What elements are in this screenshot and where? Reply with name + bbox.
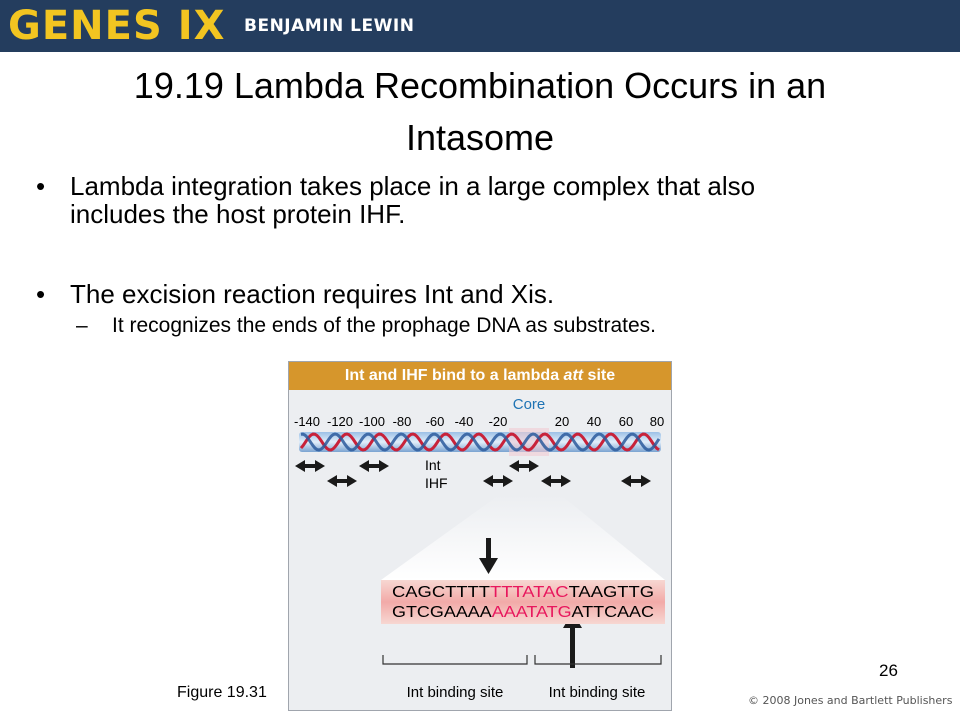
bracket-right [534, 655, 662, 665]
double-arrow-icon [541, 475, 571, 487]
ihf-label: IHF [425, 475, 448, 491]
double-arrow-icon [621, 475, 651, 487]
double-arrow-icon [483, 475, 513, 487]
sub-bullet-item: – It recognizes the ends of the prophage… [36, 312, 936, 340]
scale-label: -100 [359, 414, 385, 429]
copyright-notice: © 2008 Jones and Bartlett Publishers [748, 694, 953, 707]
bullet-item-1: • Lambda integration takes place in a la… [36, 172, 936, 228]
scale-label: -40 [455, 414, 474, 429]
seq-top-right: TAAGTTG [569, 584, 654, 601]
bracket-left [382, 655, 528, 665]
binding-site-right-label: Int binding site [549, 684, 646, 701]
scale-label: -60 [426, 414, 445, 429]
dna-helix [299, 428, 661, 456]
figure-header-italic: att [563, 367, 584, 384]
bullet-dot: • [36, 171, 46, 201]
brand-logo: GENES IX [8, 3, 226, 49]
bullet-1-line-1: Lambda integration takes place in a larg… [70, 171, 756, 201]
zoom-cone [381, 495, 665, 580]
int-arrows [295, 460, 539, 472]
sub-bullet-dash: – [76, 314, 88, 337]
sub-bullet-text: It recognizes the ends of the prophage D… [112, 314, 656, 337]
core-label: Core [513, 396, 546, 413]
double-arrow-icon [295, 460, 325, 472]
slide-title-line-1: 19.19 Lambda Recombination Occurs in an [133, 65, 827, 106]
header-bar: GENES IX BENJAMIN LEWIN [0, 0, 960, 52]
scale-label: 40 [587, 414, 601, 429]
scale-label: -20 [489, 414, 508, 429]
slide-title-line-2: Intasome [405, 117, 555, 158]
bullet-item-2: • The excision reaction requires Int and… [36, 280, 936, 308]
cleavage-arrow-top [486, 538, 491, 560]
scale-label: 20 [555, 414, 569, 429]
cleavage-arrow-bottom [570, 626, 575, 668]
double-arrow-icon [359, 460, 389, 472]
dna-strand [300, 432, 661, 452]
seq-top-left: CAGCTTTT [392, 584, 490, 601]
sequence-box [381, 580, 665, 624]
int-label: Int [425, 457, 441, 473]
figure-header: Int and IHF bind to a lambda att site [289, 362, 671, 390]
figure-diagram: Core -140 -120 -100 -80 -60 -40 -20 20 4… [294, 396, 665, 701]
seq-bottom-right: ATTCAAC [572, 604, 654, 621]
binding-site-brackets [382, 655, 662, 665]
slide-title: 19.19 Lambda Recombination Occurs in an … [30, 60, 930, 164]
bullet-dot: • [36, 279, 46, 309]
double-arrow-icon [327, 475, 357, 487]
seq-bottom-core: AAATATG [492, 604, 572, 621]
figure-label: Figure 19.31 [177, 684, 267, 701]
brand-author: BENJAMIN LEWIN [244, 16, 415, 36]
ihf-arrows [327, 475, 651, 487]
scale-label: 80 [650, 414, 664, 429]
scale-label: -140 [294, 414, 320, 429]
double-arrow-icon [509, 460, 539, 472]
page-number: 26 [879, 661, 898, 680]
scale-label: -120 [327, 414, 353, 429]
figure-header-prefix: Int and IHF bind to a lambda [344, 367, 564, 384]
att-site-figure: Int and IHF bind to a lambda att site Co… [288, 361, 672, 711]
bullet-list: • Lambda integration takes place in a la… [36, 172, 936, 340]
bullet-2-text: The excision reaction requires Int and X… [70, 279, 555, 309]
figure-header-suffix: site [583, 367, 616, 384]
seq-bottom-left: GTCGAAAA [392, 604, 492, 621]
binding-site-left-label: Int binding site [407, 684, 504, 701]
dna-strand [299, 432, 660, 452]
scale-label: 60 [619, 414, 633, 429]
arrow-down-icon [479, 558, 498, 574]
seq-top-core: TTTATAC [490, 584, 569, 601]
scale-label: -80 [393, 414, 412, 429]
scale-labels: -140 -120 -100 -80 -60 -40 -20 20 40 60 … [294, 414, 664, 429]
bullet-1-line-2: includes the host protein IHF. [70, 199, 406, 229]
